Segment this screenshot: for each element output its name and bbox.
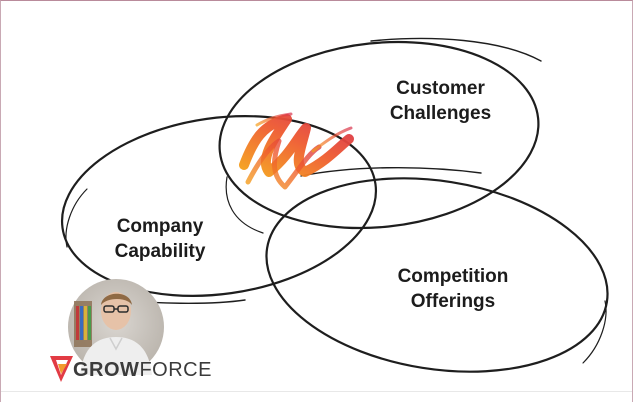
customer-challenges-circle (218, 37, 542, 234)
competition-offerings-circle (265, 166, 609, 373)
growforce-wordmark: GROWFORCE (73, 359, 212, 381)
competition-offerings-label: Competition Offerings (397, 266, 509, 312)
growforce-logo: GROWFORCE (47, 354, 217, 384)
wordmark-grow: GROW (73, 359, 140, 381)
customer-challenges-label: Customer Challenges (389, 78, 492, 124)
presenter-video (68, 279, 164, 375)
overlap-brush-icon (239, 112, 354, 190)
bottom-divider (1, 391, 632, 392)
company-capability-label: Company Capability (114, 216, 206, 262)
wordmark-force: FORCE (139, 359, 212, 381)
growforce-logo-icon (50, 356, 73, 382)
